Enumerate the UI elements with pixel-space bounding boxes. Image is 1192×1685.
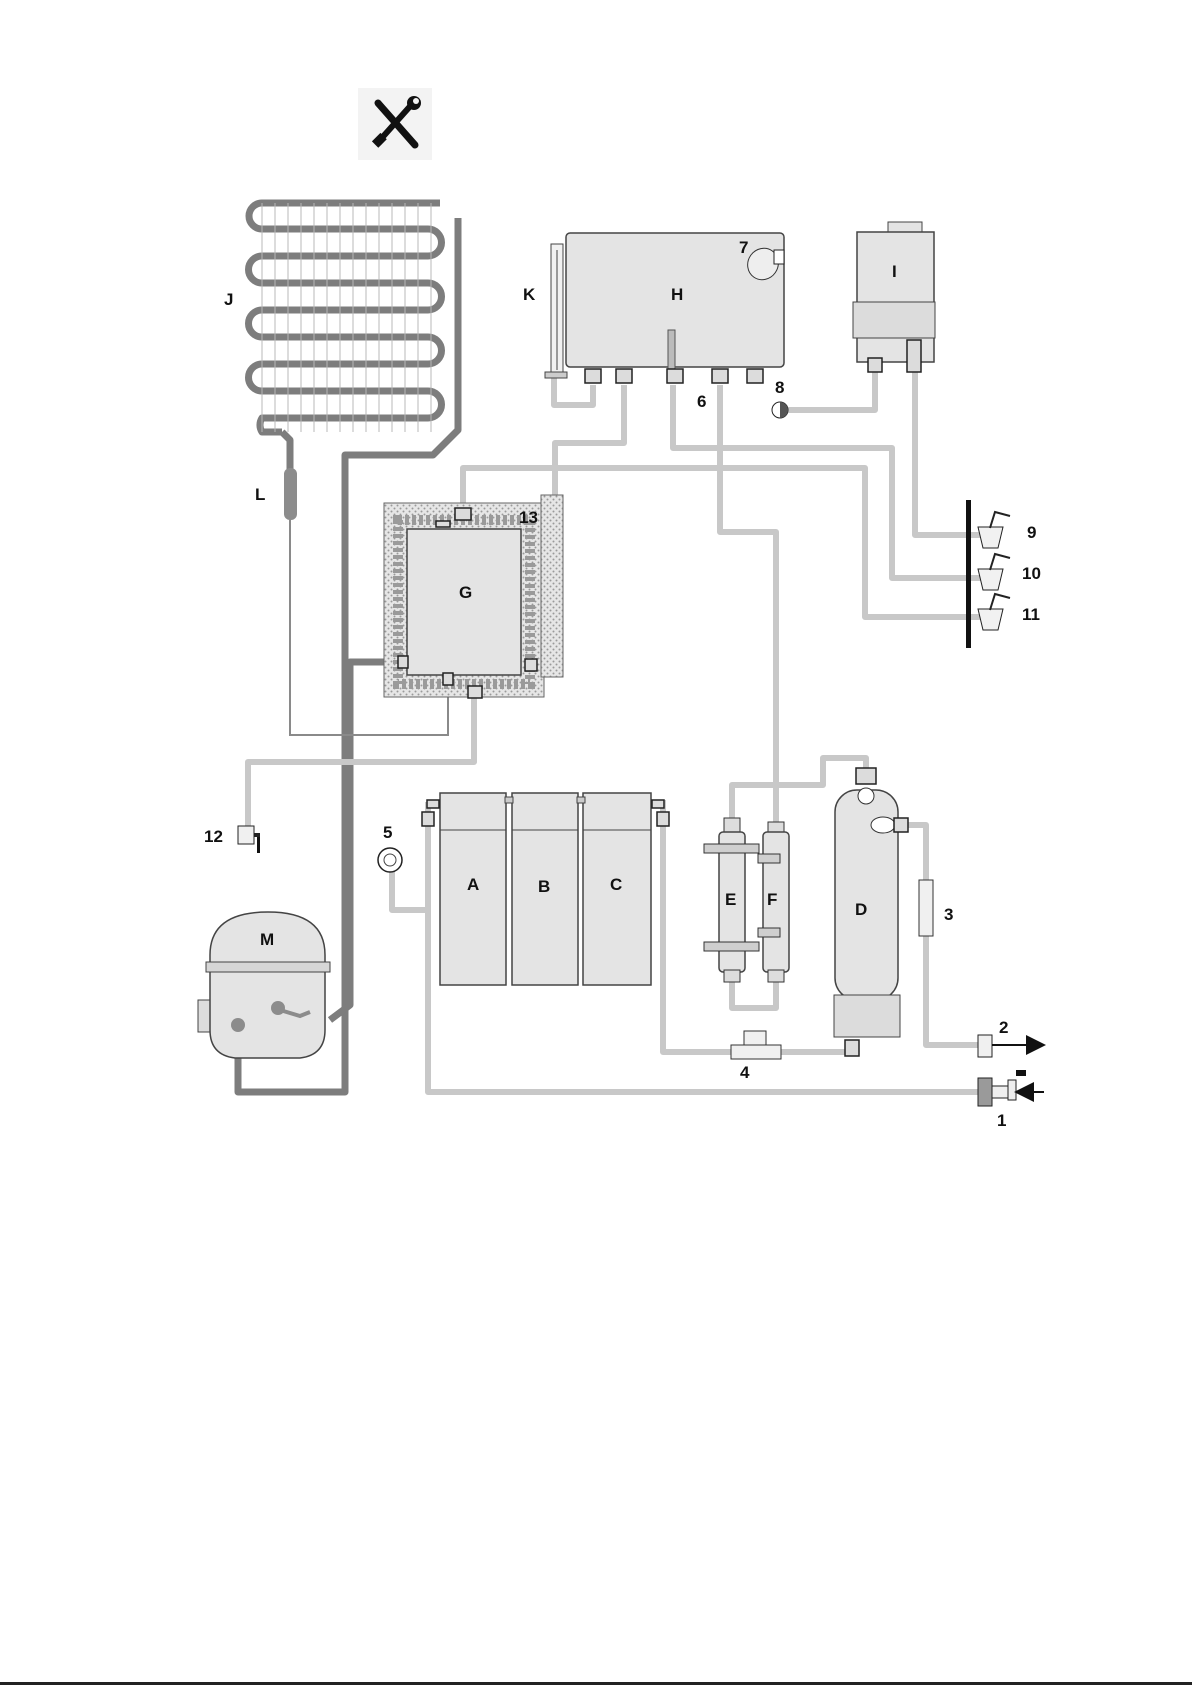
label-1: 1 — [997, 1111, 1006, 1130]
label-i: I — [892, 262, 897, 281]
label-13: 13 — [519, 508, 538, 527]
drain-valve — [238, 826, 260, 853]
water-inlet-valve — [978, 1070, 1044, 1106]
dispensing-faucets — [966, 500, 1010, 648]
label-l: L — [255, 485, 265, 504]
label-4: 4 — [740, 1063, 750, 1082]
label-g: G — [459, 583, 472, 602]
tee-fitting — [731, 1031, 781, 1059]
label-m: M — [260, 930, 274, 949]
pressure-gauge — [378, 848, 402, 872]
label-f: F — [767, 890, 777, 909]
label-a: A — [467, 875, 479, 894]
label-c: C — [610, 875, 622, 894]
cold-tank — [566, 233, 784, 383]
wrench-screwdriver-icon — [358, 88, 432, 160]
label-11: 11 — [1022, 605, 1040, 624]
label-10: 10 — [1022, 564, 1041, 583]
label-2: 2 — [999, 1018, 1008, 1037]
label-9: 9 — [1027, 523, 1036, 542]
label-d: D — [855, 900, 867, 919]
membrane-housing — [834, 768, 908, 1056]
label-e: E — [725, 890, 736, 909]
label-8: 8 — [775, 378, 784, 397]
flow-restrictor — [919, 880, 933, 936]
label-j: J — [224, 290, 233, 309]
label-7: 7 — [739, 238, 748, 257]
condenser-coil — [249, 203, 442, 432]
hot-tank — [853, 222, 935, 372]
label-12: 12 — [204, 827, 223, 846]
label-6: 6 — [697, 392, 706, 411]
label-h: H — [671, 285, 683, 304]
level-tube — [545, 244, 567, 378]
drain-outlet — [978, 1035, 1042, 1057]
check-valve — [772, 402, 788, 418]
label-5: 5 — [383, 823, 392, 842]
label-k: K — [523, 285, 536, 304]
filter-drier — [284, 468, 297, 520]
label-3: 3 — [944, 905, 953, 924]
label-b: B — [538, 877, 550, 896]
